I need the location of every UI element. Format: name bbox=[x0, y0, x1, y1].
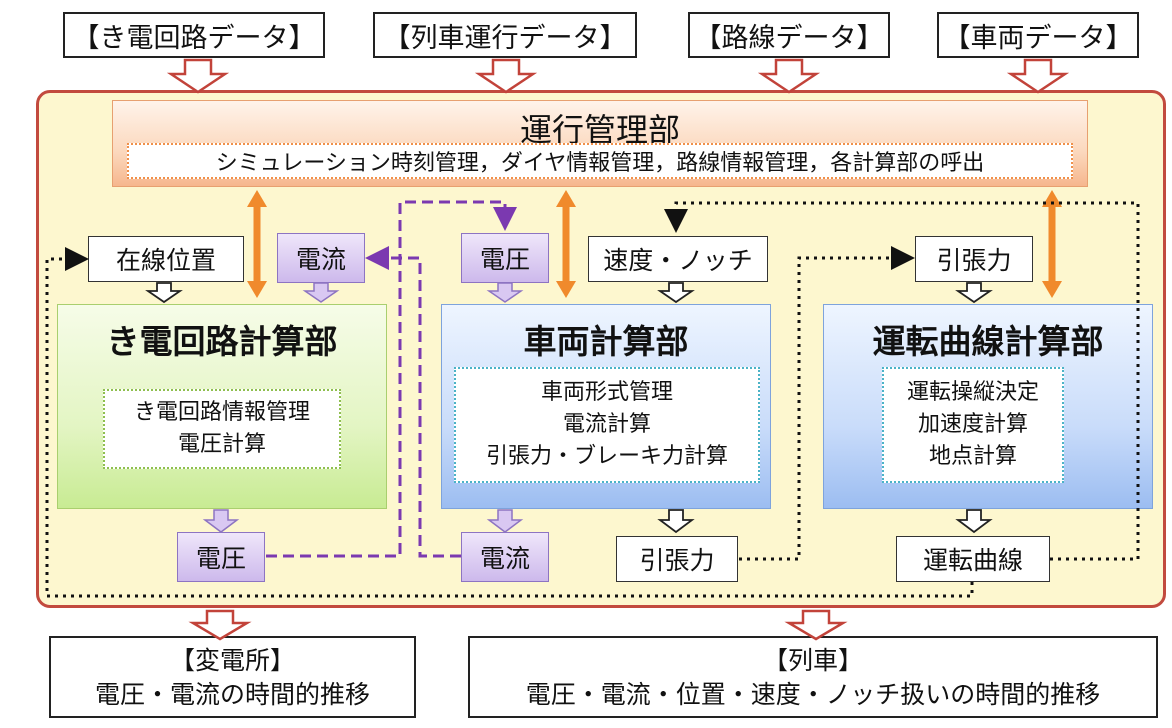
output-train: 【列車】 電圧・電流・位置・速度・ノッチ扱いの時間的推移 bbox=[468, 636, 1158, 718]
input-arrow-feeder bbox=[166, 58, 230, 94]
input-arrow-vehicle bbox=[1006, 58, 1070, 94]
feeder-calc-block: き電回路計算部 き電回路情報管理 電圧計算 bbox=[57, 304, 387, 509]
vehicle-calc-functions: 車両形式管理 電流計算 引張力・ブレーキ力計算 bbox=[454, 367, 760, 483]
output-substation-desc: 電圧・電流の時間的推移 bbox=[94, 680, 370, 709]
vehicle-calc-block: 車両計算部 車両形式管理 電流計算 引張力・ブレーキ力計算 bbox=[441, 304, 771, 509]
arrow-voltage-in-down bbox=[486, 282, 524, 303]
label-current-in-feeder: 電流 bbox=[277, 233, 365, 283]
feeder-calc-functions: き電回路情報管理 電圧計算 bbox=[103, 389, 341, 469]
feeder-calc-title: き電回路計算部 bbox=[106, 322, 338, 361]
run-curve-calc-block: 運転曲線計算部 運転操縦決定 加速度計算 地点計算 bbox=[823, 304, 1153, 509]
vehicle-calc-title: 車両計算部 bbox=[523, 322, 689, 361]
arrow-position-down bbox=[145, 282, 183, 304]
run-curve-calc-functions: 運転操縦決定 加速度計算 地点計算 bbox=[882, 367, 1064, 483]
arrow-current-out-down bbox=[486, 509, 524, 533]
run-curve-func-1: 運転操縦決定 bbox=[906, 380, 1039, 405]
input-vehicle-data: 【車両データ】 bbox=[937, 12, 1139, 58]
label-speed-notch: 速度・ノッチ bbox=[588, 236, 768, 282]
purple-voltage-path bbox=[266, 200, 517, 558]
label-voltage-in-vehicle: 電圧 bbox=[461, 233, 549, 283]
arrow-speed-down bbox=[657, 282, 695, 304]
vehicle-func-2: 電流計算 bbox=[562, 412, 651, 437]
label-tractive-force-in: 引張力 bbox=[915, 236, 1033, 282]
output-arrow-train bbox=[784, 609, 848, 641]
label-tractive-force-out: 引張力 bbox=[616, 536, 738, 582]
operation-management-block: 運行管理部 シミュレーション時刻管理，ダイヤ情報管理，路線情報管理，各計算部の呼… bbox=[112, 100, 1088, 187]
dotted-position-loop bbox=[45, 247, 974, 598]
input-feeder-data: 【き電回路データ】 bbox=[63, 12, 325, 58]
arrow-tractive-down bbox=[955, 282, 993, 304]
vehicle-func-3: 引張力・ブレーキ力計算 bbox=[485, 444, 728, 469]
purple-current-path bbox=[365, 246, 461, 558]
output-train-desc: 電圧・電流・位置・速度・ノッチ扱いの時間的推移 bbox=[525, 680, 1101, 709]
input-route-data: 【路線データ】 bbox=[688, 12, 890, 58]
input-train-operation-data: 【列車運行データ】 bbox=[373, 12, 637, 58]
input-arrow-route bbox=[757, 58, 821, 94]
operation-management-title: 運行管理部 bbox=[519, 111, 680, 149]
dotted-tractive-link bbox=[739, 246, 915, 561]
dotted-speed-notch-link bbox=[664, 201, 1140, 561]
output-train-title: 【列車】 bbox=[762, 646, 863, 675]
label-track-position: 在線位置 bbox=[88, 236, 244, 282]
feeder-func-2: 電圧計算 bbox=[177, 432, 266, 457]
arrow-current-in-down bbox=[302, 282, 340, 303]
arrow-curve-out bbox=[955, 509, 993, 534]
run-curve-func-3: 地点計算 bbox=[928, 444, 1017, 469]
output-substation: 【変電所】 電圧・電流の時間的推移 bbox=[49, 636, 416, 718]
run-curve-calc-title: 運転曲線計算部 bbox=[872, 322, 1104, 361]
operation-management-functions: シミュレーション時刻管理，ダイヤ情報管理，路線情報管理，各計算部の呼出 bbox=[127, 143, 1073, 179]
output-arrow-substation bbox=[188, 609, 252, 641]
feeder-func-1: き電回路情報管理 bbox=[133, 400, 310, 425]
run-curve-func-2: 加速度計算 bbox=[917, 412, 1028, 437]
input-arrow-operation bbox=[474, 58, 538, 94]
arrow-voltage-out-down bbox=[202, 509, 240, 533]
label-run-curve-out: 運転曲線 bbox=[896, 536, 1050, 582]
output-substation-title: 【変電所】 bbox=[169, 646, 295, 675]
vehicle-func-1: 車両形式管理 bbox=[540, 380, 673, 405]
arrow-tractive-out bbox=[657, 509, 695, 534]
